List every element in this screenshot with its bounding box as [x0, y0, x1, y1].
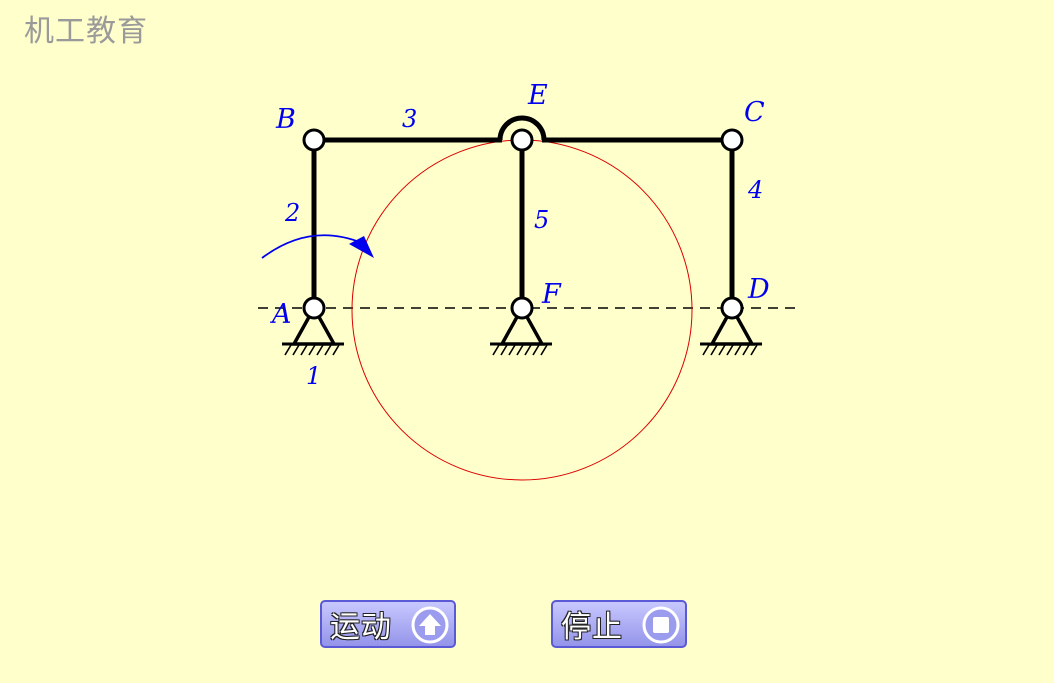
stop-button-label: 停止 — [561, 610, 623, 645]
play-up-icon — [411, 606, 449, 644]
rotation-arrow-head — [349, 236, 374, 258]
joint-d — [720, 296, 744, 320]
label-f: F — [541, 279, 562, 310]
stop-button[interactable]: 停止 — [551, 600, 687, 648]
link-number-1: 1 — [306, 362, 321, 390]
ground-support-f — [490, 304, 552, 356]
app-title: 机工教育 — [24, 14, 148, 49]
ground-support-a — [282, 304, 344, 356]
label-a: A — [269, 299, 292, 330]
joint-e — [510, 128, 534, 152]
joint-b — [302, 128, 326, 152]
label-c: C — [744, 97, 765, 128]
label-e: E — [527, 80, 548, 111]
start-button-label: 运动 — [330, 610, 392, 645]
link-number-2: 2 — [284, 199, 300, 227]
joint-e-arc — [497, 115, 547, 141]
link-number-3: 3 — [402, 105, 417, 133]
link-number-5: 5 — [534, 206, 549, 234]
label-b: B — [275, 104, 296, 135]
ground-support-d — [700, 304, 762, 356]
joint-c — [720, 128, 744, 152]
stop-square-icon — [642, 606, 680, 644]
rotation-arrow — [261, 234, 363, 259]
start-button[interactable]: 运动 — [320, 600, 456, 648]
joint-a — [302, 296, 326, 320]
joint-f — [510, 296, 534, 320]
link-number-4: 4 — [747, 176, 763, 204]
label-d: D — [747, 274, 770, 305]
